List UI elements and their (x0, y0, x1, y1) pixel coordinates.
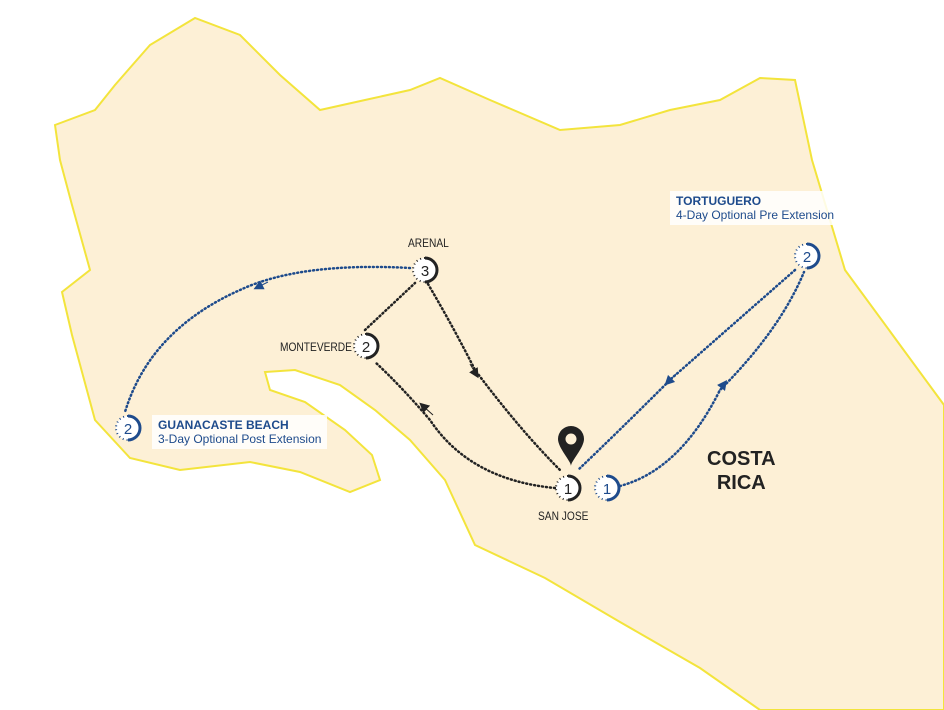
stop-nights-count: 1 (603, 481, 611, 498)
guanacaste-label-box: GUANACASTE BEACH 3-Day Optional Post Ext… (152, 415, 328, 449)
stop-nights-count: 3 (421, 263, 429, 280)
tortuguero-label-box: TORTUGUERO 4-Day Optional Pre Extension (670, 191, 841, 225)
arrow-to-monteverde (419, 402, 434, 416)
stop-marker-sanjose-ext[interactable]: 1 (594, 474, 621, 502)
label-arenal: ARENAL (408, 236, 449, 250)
stop-marker-monteverde[interactable]: 2 (353, 332, 380, 360)
arrow-to-sanjose-ext (664, 373, 677, 386)
guanacaste-title: GUANACASTE BEACH (158, 418, 289, 432)
stop-marker-sanjose[interactable]: 1 (555, 474, 582, 502)
tortuguero-subtitle: 4-Day Optional Pre Extension (676, 208, 835, 222)
tortuguero-title: TORTUGUERO (676, 194, 762, 208)
label-san-jose: SAN JOSE (538, 509, 589, 523)
stop-nights-count: 1 (564, 481, 572, 498)
country-label-line1: COSTA (707, 448, 776, 470)
country-label: COSTA RICA (707, 447, 776, 495)
stop-marker-guanacaste[interactable]: 2 (115, 414, 142, 442)
route-monteverde-arenal (363, 281, 417, 332)
map-pin-icon (558, 426, 584, 466)
stop-nights-count: 2 (803, 249, 811, 266)
arrow-to-tortuguero (717, 380, 727, 393)
stop-marker-arenal[interactable]: 3 (412, 256, 439, 284)
label-monteverde: MONTEVERDE (280, 340, 352, 354)
stop-nights-count: 2 (362, 339, 370, 356)
stop-nights-count: 2 (124, 421, 132, 438)
route-sanjose-monteverde (373, 360, 557, 490)
guanacaste-subtitle: 3-Day Optional Post Extension (158, 432, 322, 446)
arrow-to-guanacaste (253, 280, 269, 290)
arrow-to-sanjose (469, 363, 479, 379)
country-label-line2: RICA (716, 472, 766, 494)
land (53, 16, 944, 710)
route-arenal-guanacaste (123, 265, 412, 414)
stop-marker-tortuguero[interactable]: 2 (794, 242, 821, 270)
